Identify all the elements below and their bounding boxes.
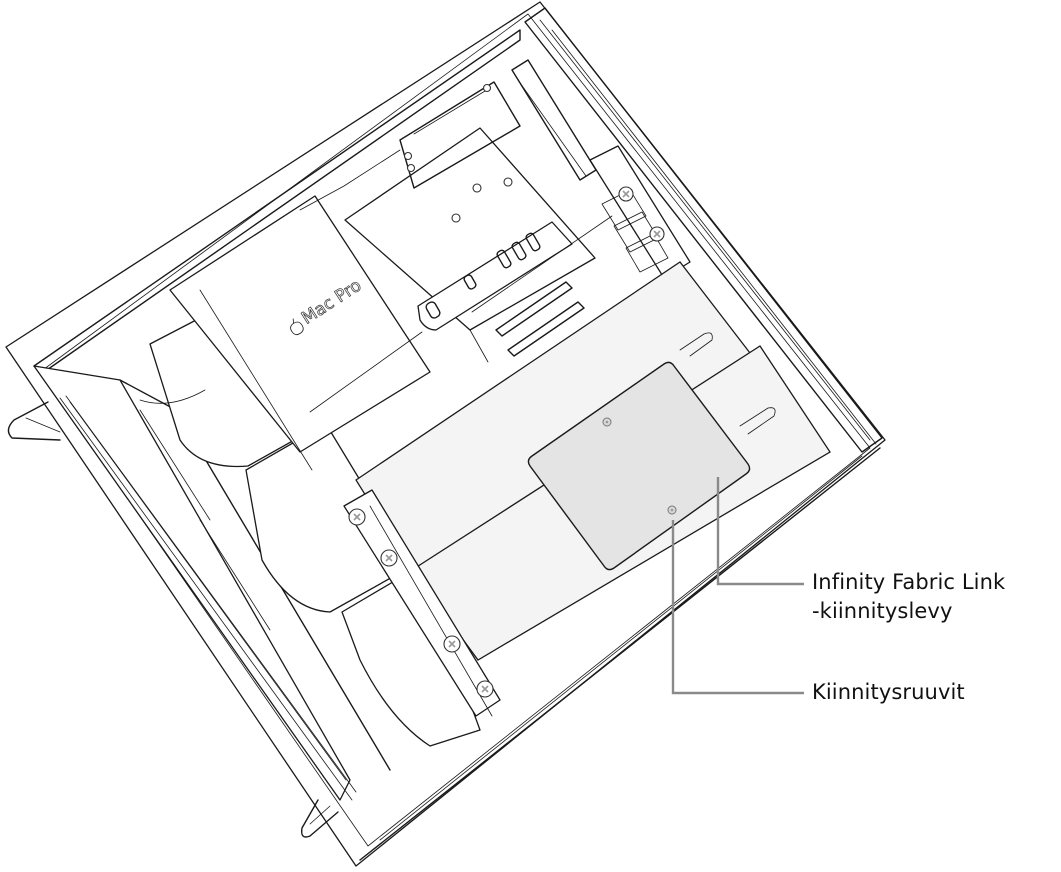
plate-screw-bottom: [667, 505, 677, 515]
pci-bracket: [589, 145, 691, 279]
callout-label-plate-line2: -kiinnityslevy: [812, 599, 953, 623]
mpx-screw-4: [476, 680, 494, 698]
handle-bottom: [300, 799, 339, 838]
callout-line-plate: [716, 477, 804, 586]
mpx-screw-1: [348, 508, 366, 526]
motherboard-upper: [299, 127, 613, 363]
callout-label-screws-line1: Kiinnitysruuvit: [812, 680, 965, 704]
callout-label-screws: Kiinnitysruuvit: [812, 678, 965, 707]
front-inner-wall: [33, 365, 391, 801]
thumb-screw-top: [618, 186, 634, 202]
handle-left: [7, 401, 61, 441]
mpx-screw-rail: [343, 489, 501, 717]
processor-cover: Mac Pro: [169, 195, 431, 471]
apple-logo-icon: [290, 318, 304, 336]
callout-line-screws: [671, 520, 804, 695]
mpx-screw-2: [380, 549, 398, 567]
mpx-screw-3: [443, 635, 461, 653]
thumb-screw-bottom: [649, 226, 665, 242]
callout-label-plate-line1: Infinity Fabric Link: [812, 570, 1006, 594]
infinity-fabric-link-plate: [527, 361, 751, 571]
plate-screw-top: [602, 417, 612, 427]
callout-label-plate: Infinity Fabric Link -kiinnityslevy: [812, 568, 1005, 626]
callout-lines: [671, 477, 804, 695]
